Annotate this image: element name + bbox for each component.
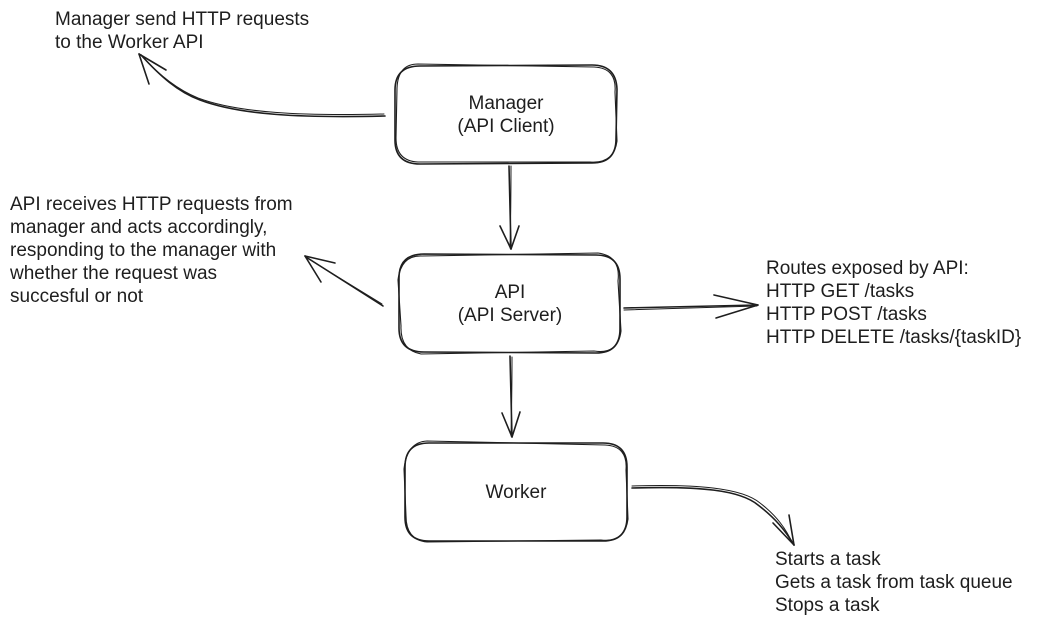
api-note-line: whether the request was xyxy=(10,263,218,284)
worker-node: Worker xyxy=(405,443,627,541)
arrow-api-to-routes xyxy=(623,294,759,319)
routes-note-line: HTTP POST /tasks xyxy=(766,304,927,325)
routes-note: Routes exposed by API: HTTP GET /tasks H… xyxy=(766,257,1021,349)
worker-title: Worker xyxy=(485,481,547,503)
routes-note-line: HTTP DELETE /tasks/{taskID} xyxy=(766,327,1022,348)
routes-note-line: HTTP GET /tasks xyxy=(766,281,915,302)
manager-box xyxy=(394,63,618,165)
api-note-line: succesful or not xyxy=(10,286,144,307)
arrow-worker-to-actions xyxy=(631,485,795,546)
worker-note-line: Stops a task xyxy=(775,595,880,616)
manager-note: Manager send HTTP requests to the Worker… xyxy=(55,8,309,54)
worker-note-line: Gets a task from task queue xyxy=(775,572,1013,593)
api-box xyxy=(397,252,622,355)
api-note-line: manager and acts accordingly, xyxy=(10,217,268,238)
api-node: API (API Server) xyxy=(399,255,621,353)
arrow-api-to-note xyxy=(304,255,384,307)
api-title: API xyxy=(494,282,526,303)
api-subtitle: (API Server) xyxy=(457,305,563,326)
api-note-line: responding to the manager with xyxy=(10,240,277,261)
arrow-manager-to-note xyxy=(138,53,386,118)
arrow-manager-to-api xyxy=(499,165,520,250)
worker-note: Starts a task Gets a task from task queu… xyxy=(775,548,1013,617)
routes-note-line: Routes exposed by API: xyxy=(766,258,969,279)
arrow-api-to-worker xyxy=(501,355,521,438)
api-note-line: API receives HTTP requests from xyxy=(10,194,293,215)
manager-note-line: to the Worker API xyxy=(55,32,204,53)
manager-note-line: Manager send HTTP requests xyxy=(55,9,310,30)
worker-note-line: Starts a task xyxy=(775,549,881,570)
manager-title: Manager xyxy=(468,93,544,114)
worker-box xyxy=(403,440,629,543)
api-note: API receives HTTP requests from manager … xyxy=(10,193,293,308)
manager-node: Manager (API Client) xyxy=(395,66,617,164)
manager-subtitle: (API Client) xyxy=(457,116,555,137)
